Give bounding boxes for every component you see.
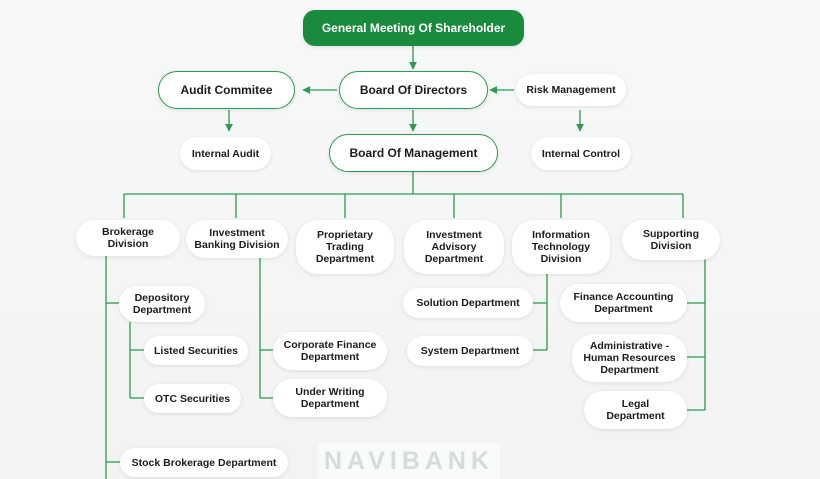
under-writing-label: Under Writing Department (295, 386, 365, 410)
solution-department-node: Solution Department (403, 288, 533, 318)
information-technology-label: Information Technology Division (531, 229, 591, 265)
otc-securities-node: OTC Securities (144, 384, 241, 413)
proprietary-trading-department-node: Proprietary Trading Department (296, 220, 394, 274)
legal-department-node: Legal Department (584, 391, 687, 429)
general-meeting-of-shareholder-node: General Meeting Of Shareholder (303, 10, 524, 46)
supporting-division-node: Supporting Division (622, 220, 720, 260)
depository-department-node: Depository Department (119, 286, 205, 322)
under-writing-department-node: Under Writing Department (273, 379, 387, 417)
finance-accounting-department-node: Finance Accounting Department (560, 284, 687, 322)
board-of-directors-node: Board Of Directors (339, 71, 488, 109)
audit-committee-node: Audit Commitee (158, 71, 295, 109)
corporate-finance-label: Corporate Finance Department (283, 339, 377, 363)
finance-accounting-label: Finance Accounting Department (573, 291, 674, 315)
navibank-watermark: NAVIBANK (318, 443, 500, 479)
investment-advisory-department-node: Investment Advisory Department (404, 220, 504, 274)
listed-securities-node: Listed Securities (144, 336, 248, 365)
administrative-hr-label: Administrative - Human Resources Departm… (583, 340, 676, 376)
corporate-finance-department-node: Corporate Finance Department (273, 332, 387, 370)
investment-advisory-label: Investment Advisory Department (424, 229, 484, 265)
proprietary-trading-label: Proprietary Trading Department (315, 229, 375, 265)
legal-department-label: Legal Department (606, 398, 665, 422)
stock-brokerage-department-node: Stock Brokerage Department (120, 448, 288, 477)
investment-banking-label: Investment Banking Division (194, 227, 280, 251)
system-department-node: System Department (407, 336, 533, 366)
information-technology-division-node: Information Technology Division (512, 220, 610, 274)
administrative-human-resources-department-node: Administrative - Human Resources Departm… (572, 334, 687, 382)
supporting-division-label: Supporting Division (643, 228, 699, 252)
risk-management-node: Risk Management (516, 74, 626, 106)
investment-banking-division-node: Investment Banking Division (186, 220, 288, 258)
internal-control-node: Internal Control (531, 137, 631, 170)
internal-audit-node: Internal Audit (180, 137, 271, 170)
depository-department-label: Depository Department (132, 292, 192, 316)
brokerage-division-node: Brokerage Division (76, 220, 180, 256)
board-of-management-node: Board Of Management (329, 134, 498, 172)
